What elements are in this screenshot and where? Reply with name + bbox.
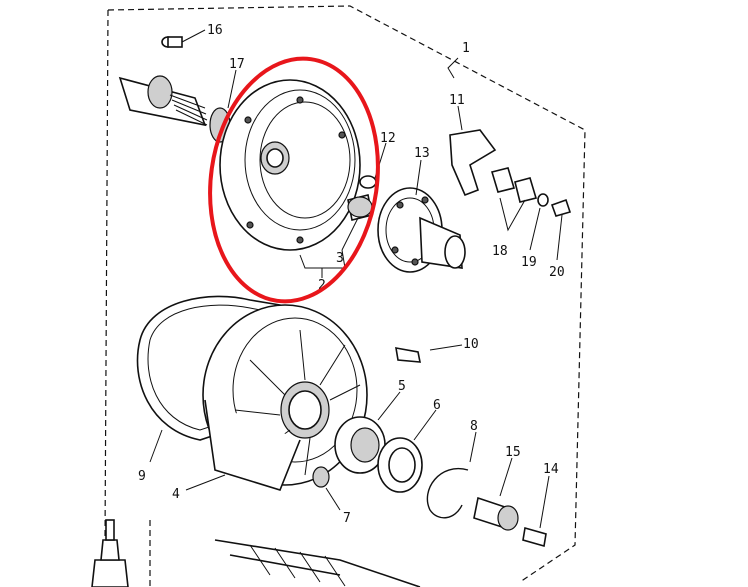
- label-8: 8: [470, 419, 478, 434]
- cover-2: [219, 79, 361, 251]
- label-5: 5: [398, 379, 406, 394]
- pin-12: [359, 175, 377, 189]
- bearing-5: [334, 416, 386, 474]
- pin-16: [161, 36, 183, 48]
- bracket-11: [449, 129, 497, 197]
- label-7: 7: [343, 511, 351, 526]
- label-20: 20: [549, 265, 565, 280]
- label-14: 14: [543, 462, 559, 477]
- plate-18b: [514, 177, 538, 203]
- label-4: 4: [172, 487, 180, 502]
- sleeve-15: [473, 496, 519, 531]
- highlight-circle: [208, 56, 380, 304]
- label-3: 3: [336, 251, 344, 266]
- label-12: 12: [380, 131, 396, 146]
- label-6: 6: [433, 398, 441, 413]
- assembly-boundary: [104, 5, 586, 583]
- label-13: 13: [414, 146, 430, 161]
- bolt-10: [395, 347, 421, 363]
- label-16: 16: [207, 23, 223, 38]
- dowel-3: [347, 194, 373, 221]
- plate-18a: [490, 167, 516, 193]
- label-18: 18: [492, 244, 508, 259]
- seal-6: [377, 437, 423, 493]
- washer-19: [537, 193, 549, 207]
- label-9: 9: [138, 469, 146, 484]
- housing-4: [202, 304, 368, 491]
- label-2: 2: [318, 278, 326, 293]
- leader-lines: [149, 29, 563, 529]
- set-screw-7: [312, 466, 330, 488]
- label-15: 15: [505, 445, 521, 460]
- lower-casing: [149, 520, 421, 587]
- label-19: 19: [521, 255, 537, 270]
- label-11: 11: [449, 93, 465, 108]
- part-labels: 16 1 17 11 12 13 2 3 18 19 20 10 5 6 8 9…: [138, 23, 565, 526]
- bolt-20: [550, 198, 572, 217]
- label-1: 1: [462, 41, 470, 56]
- hub-13: [377, 187, 466, 273]
- label-10: 10: [463, 337, 479, 352]
- screw-14: [522, 526, 547, 548]
- shaft: [118, 75, 208, 127]
- bottle: [91, 519, 129, 587]
- circlip-8: [426, 467, 469, 519]
- label-17: 17: [229, 57, 245, 72]
